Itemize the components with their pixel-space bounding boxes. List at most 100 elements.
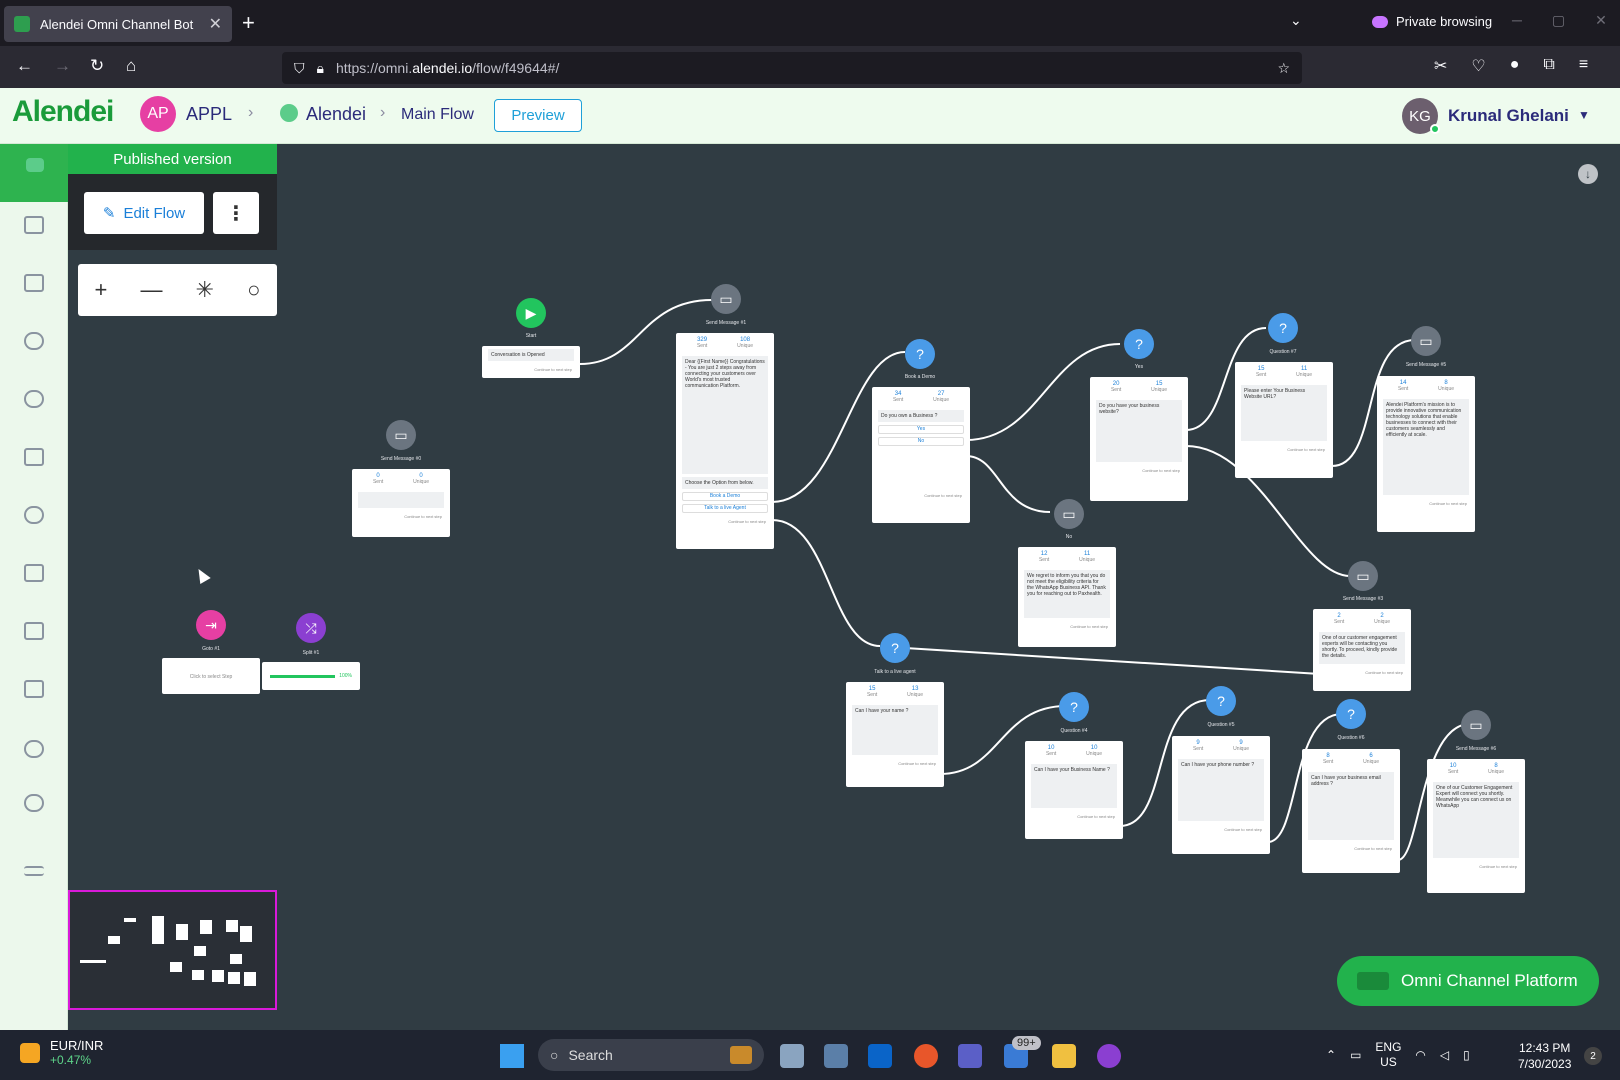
node-button[interactable]: Talk to a live Agent	[682, 504, 768, 513]
lock-icon[interactable]: 🔒︎	[316, 59, 324, 76]
contacts-icon[interactable]	[24, 390, 44, 408]
remote-desktop-icon[interactable]	[824, 1044, 848, 1068]
pocket-icon[interactable]: ♡	[1471, 58, 1486, 75]
bookmark-star-icon[interactable]: ☆	[1277, 59, 1290, 76]
goto-icon[interactable]: ⇥	[196, 610, 226, 640]
search-icon[interactable]: ○	[247, 277, 261, 302]
url-bar[interactable]: ⛉ 🔒︎ https://omni.alendei.io/flow/f49644…	[282, 52, 1302, 84]
more-options-button[interactable]: ⋮	[213, 192, 259, 234]
home-icon[interactable]: ⌂	[126, 56, 137, 75]
firefox-icon[interactable]	[914, 1044, 938, 1068]
message-icon[interactable]: ▭	[386, 420, 416, 450]
stock-widget[interactable]: EUR/INR +0.47%	[20, 1038, 103, 1067]
close-tab-icon[interactable]: ✕	[208, 16, 222, 33]
file-explorer-icon[interactable]	[1052, 1044, 1076, 1068]
caret-down-icon[interactable]: ▼	[1578, 108, 1590, 122]
message-icon[interactable]: ▭	[1054, 499, 1084, 529]
windows-start-icon[interactable]	[500, 1044, 524, 1068]
screenshot-icon[interactable]: ✂	[1434, 58, 1448, 75]
menu-icon[interactable]: ≡	[1578, 56, 1589, 73]
support-chat-icon[interactable]	[24, 794, 44, 812]
question-icon[interactable]: ?	[1268, 313, 1298, 343]
dashboard-icon[interactable]	[24, 216, 44, 234]
split-node[interactable]: 100%	[262, 662, 360, 690]
channels-icon[interactable]	[24, 506, 44, 524]
breadcrumb-app[interactable]: APPL	[186, 104, 233, 124]
play-icon[interactable]: ▶	[516, 298, 546, 328]
sidebar-item-flows[interactable]	[0, 144, 68, 202]
clock[interactable]: 12:43 PM 7/30/2023	[1518, 1040, 1571, 1072]
shield-icon[interactable]: ⛉	[294, 59, 305, 76]
edit-flow-button[interactable]: ✎ Edit Flow	[84, 192, 204, 234]
close-window-icon[interactable]: ✕	[1595, 12, 1607, 28]
omni-channel-platform-button[interactable]: Omni Channel Platform	[1337, 956, 1599, 1006]
alendei-logo[interactable]: Alendei	[12, 95, 114, 128]
megaphone-icon[interactable]	[24, 680, 44, 698]
user-name[interactable]: Krunal Ghelani	[1448, 106, 1569, 125]
zoom-in-icon[interactable]: +	[94, 277, 108, 302]
back-icon[interactable]: ←	[16, 56, 33, 75]
node-button[interactable]: Yes	[878, 425, 964, 434]
breadcrumb-bot[interactable]: Alendei	[306, 104, 367, 124]
grammarly-icon[interactable]: ●	[1509, 56, 1520, 73]
app-avatar[interactable]: AP	[140, 96, 176, 132]
message-icon[interactable]: ▭	[1348, 561, 1378, 591]
breadcrumb-flow[interactable]: Main Flow	[401, 106, 474, 123]
minimize-icon[interactable]: ─	[1512, 12, 1522, 28]
outlook-icon[interactable]	[868, 1044, 892, 1068]
message-icon[interactable]: ▭	[1411, 326, 1441, 356]
split-icon[interactable]: ⤮	[296, 613, 326, 643]
firefox-private-icon[interactable]	[1097, 1044, 1121, 1068]
reload-icon[interactable]: ↻	[90, 56, 105, 75]
taskbar-search[interactable]: ○ Search	[538, 1039, 764, 1071]
question-icon[interactable]: ?	[905, 339, 935, 369]
reports-icon[interactable]	[24, 564, 44, 582]
battery-icon[interactable]: ▯	[1463, 1048, 1470, 1062]
analytics-icon[interactable]	[24, 274, 44, 292]
headset-icon[interactable]	[24, 332, 44, 350]
maximize-icon[interactable]: ▢	[1551, 12, 1566, 28]
goto-node[interactable]: Click to select Step	[162, 658, 260, 694]
node-button[interactable]: No	[878, 437, 964, 446]
calculator-icon[interactable]	[780, 1044, 804, 1068]
notification-count[interactable]: 2	[1584, 1047, 1602, 1065]
arrow-down-icon[interactable]: ↓	[1578, 164, 1598, 184]
collapse-menu-icon[interactable]	[24, 866, 44, 876]
wifi-icon[interactable]: ◠	[1415, 1048, 1426, 1062]
chevron-up-icon[interactable]: ⌃	[1326, 1048, 1337, 1062]
volume-icon[interactable]: ◁	[1439, 1048, 1450, 1062]
new-tab-icon[interactable]: +	[242, 10, 255, 35]
keyboard-icon[interactable]: ▭	[1350, 1048, 1362, 1062]
settings-icon[interactable]	[24, 740, 44, 758]
list-tabs-icon[interactable]: ⌄	[1290, 12, 1302, 28]
extensions-icon[interactable]: ⧉	[1543, 56, 1555, 73]
forward-icon[interactable]: →	[54, 56, 71, 75]
message-icon[interactable]: ▭	[1461, 710, 1491, 740]
browser-tab[interactable]: Alendei Omni Channel Bot ✕	[4, 6, 232, 42]
message-icon[interactable]: ▭	[711, 284, 741, 314]
question-icon[interactable]: ?	[880, 633, 910, 663]
node-button[interactable]: Book a Demo	[682, 492, 768, 501]
question-icon[interactable]: ?	[1206, 686, 1236, 716]
start-node[interactable]: Conversation is Opened Continue to next …	[482, 346, 580, 378]
question-icon[interactable]: ?	[1336, 699, 1366, 729]
auto-arrange-icon[interactable]: ✳	[195, 277, 215, 302]
zoom-out-icon[interactable]: —	[140, 277, 163, 302]
preview-button[interactable]: Preview	[494, 99, 582, 132]
archive-icon[interactable]	[24, 622, 44, 640]
templates-icon[interactable]	[24, 448, 44, 466]
